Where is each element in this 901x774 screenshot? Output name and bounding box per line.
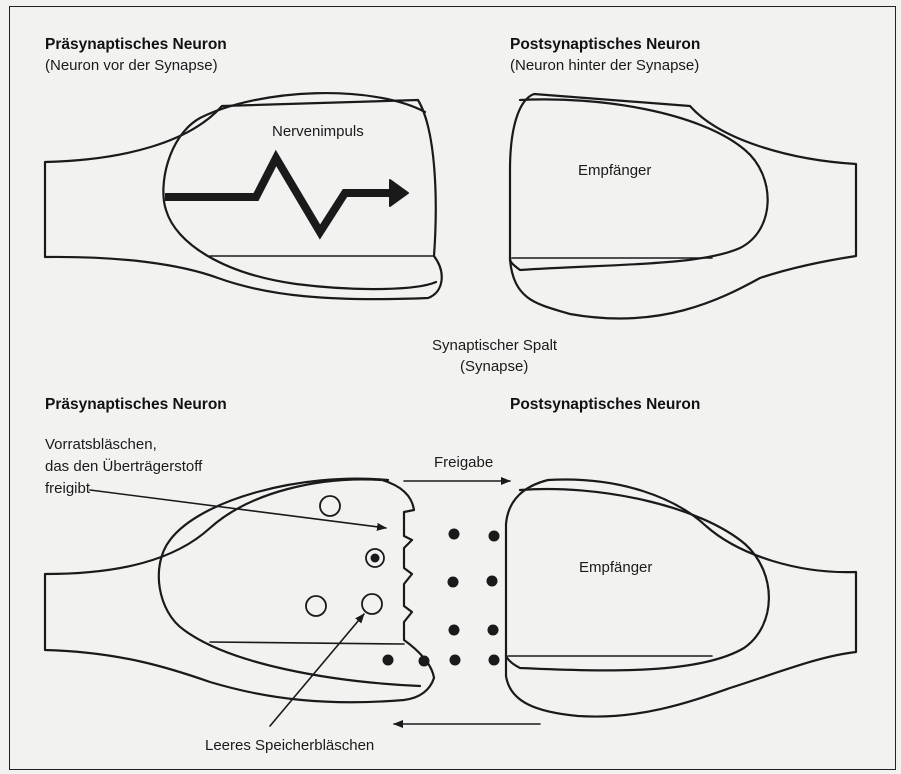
vesicle-label-line1: Vorratsbläschen,	[45, 436, 157, 453]
bottom-pre-title: Präsynaptisches Neuron	[45, 396, 227, 413]
transmitter-dot	[489, 531, 500, 542]
storage-vesicle-1	[320, 496, 340, 516]
release-label: Freigabe	[434, 454, 493, 471]
empty-storage-vesicle	[362, 594, 382, 614]
neurotransmitter-molecules	[383, 529, 500, 667]
transmitter-dot	[383, 655, 394, 666]
nerve-impulse-line	[165, 158, 394, 232]
top-postsynaptic-neuron	[510, 94, 856, 319]
top-post-receptor-bulb	[510, 99, 768, 270]
transmitter-dot	[448, 577, 459, 588]
transmitter-dot	[450, 655, 461, 666]
top-post-title: Postsynaptisches Neuron	[510, 36, 700, 53]
storage-vesicle-filled-core	[371, 554, 380, 563]
transmitter-dot	[489, 655, 500, 666]
transmitter-dot	[487, 576, 498, 587]
bottom-postsynaptic-neuron	[506, 480, 856, 717]
bottom-post-dendrite-outline	[506, 480, 856, 717]
transmitter-dot	[488, 625, 499, 636]
bottom-pre-axon-outline	[45, 479, 434, 702]
empty-vesicle-label: Leeres Speicherbläschen	[205, 737, 374, 754]
storage-vesicle-2	[306, 596, 326, 616]
nerve-impulse-arrowhead	[390, 180, 408, 206]
top-receiver-label: Empfänger	[578, 162, 651, 179]
synapse-label: (Synapse)	[460, 358, 528, 375]
vesicle-pointer-arrow	[90, 490, 386, 528]
bottom-presynaptic-neuron	[45, 479, 434, 703]
top-pre-subtitle: (Neuron vor der Synapse)	[45, 57, 218, 74]
vesicle-label-line2: das den Überträgerstoff	[45, 457, 203, 475]
top-post-subtitle: (Neuron hinter der Synapse)	[510, 57, 699, 74]
transmitter-dot	[449, 529, 460, 540]
bottom-post-receptor-bulb	[506, 489, 769, 670]
bottom-receiver-label: Empfänger	[579, 559, 652, 576]
vesicle-label-line3: freigibt	[45, 480, 91, 497]
transmitter-dot	[449, 625, 460, 636]
bottom-post-title: Postsynaptisches Neuron	[510, 396, 700, 413]
transmitter-dot	[419, 656, 430, 667]
top-post-dendrite-outline	[510, 94, 856, 319]
top-pre-title: Präsynaptisches Neuron	[45, 36, 227, 53]
bottom-pre-terminal-bulb	[159, 479, 420, 686]
top-presynaptic-neuron	[45, 93, 442, 299]
synaptic-gap-label: Synaptischer Spalt	[432, 337, 558, 354]
bottom-pre-cleft-edge	[210, 642, 404, 644]
nerve-impulse-label: Nervenimpuls	[272, 123, 364, 140]
